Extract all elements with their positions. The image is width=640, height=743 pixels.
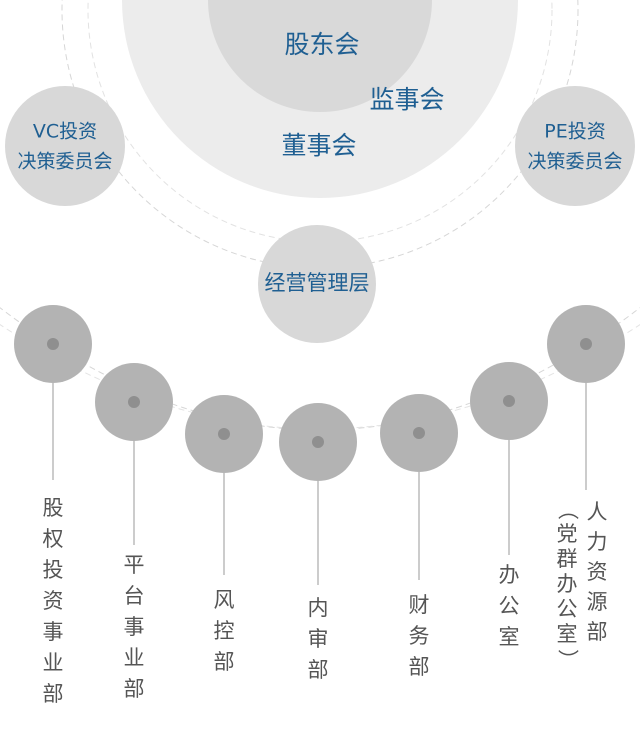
board-label: 董事会 [281, 131, 356, 160]
label-char: 事 [123, 615, 145, 639]
department-dot [218, 428, 230, 440]
label-char: 务 [408, 624, 430, 648]
label-char: 部 [307, 658, 329, 682]
vc-committee-circle [5, 86, 125, 206]
label-char: 部 [408, 655, 430, 679]
label-char: 源 [586, 590, 608, 614]
label-char: 业 [42, 651, 64, 675]
label-char: 风 [213, 588, 235, 612]
department-dot [128, 396, 140, 408]
department-dot [413, 427, 425, 439]
label-char: 控 [213, 619, 235, 643]
department-node-2 [95, 363, 173, 545]
supervisors-label: 监事会 [369, 85, 444, 114]
pe-committee-line1: PE投资 [544, 121, 605, 143]
label-char: 事 [42, 620, 64, 644]
department-label-risk: 风控部 [212, 585, 236, 678]
label-char: 部 [42, 682, 64, 706]
label-char: 人 [586, 500, 608, 524]
department-dot [47, 338, 59, 350]
department-node-7 [547, 305, 625, 490]
department-label-finance: 财务部 [407, 590, 431, 683]
label-char: （ [555, 499, 580, 520]
management-circle [258, 225, 376, 343]
department-dot [503, 395, 515, 407]
label-char: 群 [556, 547, 578, 571]
department-dot [312, 436, 324, 448]
department-node-3 [185, 395, 263, 575]
label-char: 力 [586, 530, 608, 554]
shareholders-circle [208, 0, 432, 112]
department-label-hr: 人力资源部 （党群办公室 ） [555, 497, 609, 672]
department-node-5 [380, 394, 458, 580]
label-char: 资 [42, 589, 64, 613]
vc-committee-line1: VC投资 [33, 121, 97, 143]
vc-committee-line2: 决策委员会 [17, 151, 112, 173]
department-label-hr-name: 人力资源部 [585, 497, 609, 672]
label-char: 台 [123, 584, 145, 608]
label-char: 室 [556, 622, 578, 646]
label-char: 办 [556, 572, 578, 596]
label-char: 办 [498, 563, 520, 587]
label-char: 部 [213, 650, 235, 674]
label-char: 资 [586, 560, 608, 584]
department-dot [580, 338, 592, 350]
label-char: 公 [498, 594, 520, 618]
label-char: 股 [42, 496, 64, 520]
department-label-audit: 内审部 [306, 593, 330, 686]
label-char: 公 [556, 597, 578, 621]
shareholders-label: 股东会 [284, 30, 359, 59]
label-char: 部 [586, 620, 608, 644]
label-char: 投 [42, 558, 64, 582]
pe-committee-circle [515, 86, 635, 206]
department-node-4 [279, 403, 357, 585]
label-char: 党 [556, 522, 578, 546]
label-char: 审 [307, 627, 329, 651]
pe-committee-line2: 决策委员会 [527, 151, 622, 173]
department-node-1 [14, 305, 92, 480]
department-label-office: 办公室 [497, 560, 521, 653]
management-label: 经营管理层 [265, 271, 370, 295]
label-char: 室 [498, 625, 520, 649]
label-char: 财 [408, 593, 430, 617]
department-label-equity: 股权投资事业部 [41, 493, 65, 710]
department-node-6 [470, 362, 548, 555]
label-char: 权 [42, 527, 64, 551]
department-label-hr-note: （党群办公室 ） [555, 497, 580, 672]
department-label-platform: 平台事业部 [122, 550, 146, 705]
label-char: ） [555, 649, 580, 670]
label-char: 业 [123, 646, 145, 670]
label-char: 内 [307, 596, 329, 620]
label-char: 部 [123, 677, 145, 701]
label-char: 平 [123, 553, 145, 577]
